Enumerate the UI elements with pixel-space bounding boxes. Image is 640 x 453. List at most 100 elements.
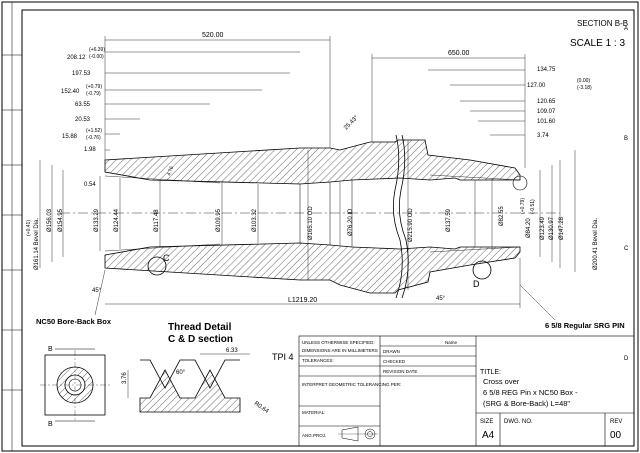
dia-147: Ø147.28 [559, 216, 565, 240]
dim-152-tol-plus: (+0.79) [86, 84, 102, 90]
dia-161: Ø161.14 Bevel Dia. [34, 218, 40, 270]
box-label: NC50 Bore-Back Box [36, 317, 112, 326]
angle-25: 25.43° [343, 114, 360, 131]
dia-165-od: Ø165.10 OD [308, 206, 314, 240]
tb-unless: UNLESS OTHERWISE SPECIFIED: [302, 340, 375, 345]
dia-123: Ø123.49 [540, 216, 546, 240]
thread-tpi: TPI 4 [272, 352, 294, 362]
tb-drawn: DRAWN [383, 349, 400, 354]
thread-angle: 60° [176, 370, 186, 376]
tb-checked: CHECKED [383, 359, 406, 364]
zone-c: C [624, 246, 629, 252]
dim-152-tol-minus: (-0.79) [86, 91, 101, 97]
tb-dims-in: DIMENSIONS ARE IN MILLIMETERS [302, 348, 378, 353]
dia-133: Ø133.29 [94, 208, 100, 232]
dia-137: Ø137.59 [446, 208, 452, 232]
tb-title-label: TITLE: [480, 369, 501, 376]
tb-tolerances: TOLERANCES: [302, 358, 334, 363]
dim-152: 152.40 [61, 89, 80, 95]
dim-197: 197.53 [72, 71, 91, 77]
tb-ang-proj: ANG.PROJ. [302, 433, 326, 438]
dim-134: 134.75 [537, 67, 556, 73]
dia-130: Ø130.97 [549, 216, 555, 240]
dia-84: Ø84.20 [526, 218, 532, 238]
pin-length: 650.00 [448, 50, 470, 57]
tb-rev: 00 [610, 430, 622, 441]
tb-rev-label: REV [610, 419, 622, 425]
dia-200: Ø200.41 Bevel Dia. [593, 218, 599, 270]
dim-0-54: 0.54 [84, 182, 96, 188]
dia-156: Ø156.03 [47, 208, 53, 232]
dim-15-tol-plus: (+1.52) [86, 128, 102, 134]
tb-title-line-2: 6 5/8 REG Pin x NC50 Box - [483, 388, 578, 397]
end-view-section-mark-top: B [48, 346, 53, 353]
dim-208-tol-minus: (-0.00) [89, 54, 104, 60]
dia-161-tol: (+0.41) [26, 220, 32, 236]
part-section [60, 134, 560, 299]
detail-letter-d: D [473, 279, 480, 289]
zone-b: B [624, 136, 628, 142]
tb-name: Name [445, 340, 458, 345]
dim-15: 15.88 [62, 134, 78, 140]
tb-material: MATERIAL: [302, 410, 325, 415]
zone-a: A [624, 26, 628, 32]
title-block-frame [298, 335, 635, 447]
tb-title-line-3: (SRG & Bore-Back) L=48" [483, 399, 570, 408]
tb-size: A4 [482, 430, 495, 441]
dim-208: 208.12 [67, 55, 86, 61]
dia-84-tol-minus: (-0.51) [530, 199, 536, 214]
dimension-lines [39, 36, 576, 308]
detail-circle-c [147, 256, 167, 276]
dim-63: 63.55 [75, 102, 91, 108]
dim-127-tol-plus: (0.00) [577, 78, 590, 84]
tb-title-line-1: Cross over [483, 377, 520, 386]
detail-letter-c: C [163, 253, 170, 263]
zone-d: D [624, 356, 629, 362]
dim-3-74: 3.74 [537, 133, 549, 139]
overall-length: L1219.20 [288, 297, 317, 304]
dim-127-tol-minus: (-3.18) [577, 85, 592, 91]
dim-120: 120.65 [537, 99, 556, 105]
tb-interpret: INTERPRET GEOMETRIC TOLERANCING PER: [302, 382, 401, 387]
tb-size-label: SIZE [480, 419, 493, 425]
dim-4-76: 4.76 [166, 165, 175, 176]
dia-82: Ø82.55 [499, 206, 505, 226]
bore-length: 520.00 [202, 32, 224, 39]
dim-208-tol-plus: (+6.39) [89, 47, 105, 53]
dia-103: Ø103.32 [252, 208, 258, 232]
dim-1-98: 1.98 [84, 147, 96, 153]
dia-84-tol-plus: (+0.79) [520, 198, 526, 214]
thread-height: 3.76 [122, 372, 128, 384]
dia-215-od: Ø215.90 OD [408, 208, 414, 242]
end-view [40, 348, 110, 422]
section-label: SECTION B-B [577, 19, 628, 28]
dim-101: 101.60 [537, 119, 556, 125]
detail-circle-d [472, 260, 492, 280]
tb-dwg-label: DWG. NO. [504, 419, 533, 425]
thread-detail-title: Thread Detail [168, 322, 232, 333]
dim-127: 127.00 [527, 83, 546, 89]
dim-20: 20.53 [75, 117, 91, 123]
projection-symbol [338, 426, 378, 442]
detail-circle-bevel [512, 175, 528, 191]
left-strip [2, 2, 22, 451]
dim-15-tol-minus: (-0.76) [86, 135, 101, 141]
thread-pitch: 6.33 [226, 348, 238, 354]
tb-revision-date: REVISION DATE [383, 369, 417, 374]
angle-45-right: 45° [436, 296, 446, 302]
dia-124: Ø124.44 [114, 208, 120, 232]
scale-label: SCALE 1 : 3 [570, 38, 625, 49]
dia-109: Ø109.95 [216, 208, 222, 232]
dim-109: 109.07 [537, 109, 556, 115]
dia-76-id: Ø76.20 ID [348, 208, 354, 236]
thread-root: R0.64 [253, 401, 270, 415]
thread-profile [127, 353, 250, 413]
end-view-section-mark-bottom: B [48, 421, 53, 428]
dia-117: Ø117.48 [154, 209, 160, 232]
pin-label: 6 5/8 Regular SRG PIN [545, 321, 625, 330]
thread-detail-subtitle: C & D section [168, 334, 233, 345]
dia-154: Ø154.95 [58, 208, 64, 232]
angle-45-left: 45° [92, 288, 102, 294]
